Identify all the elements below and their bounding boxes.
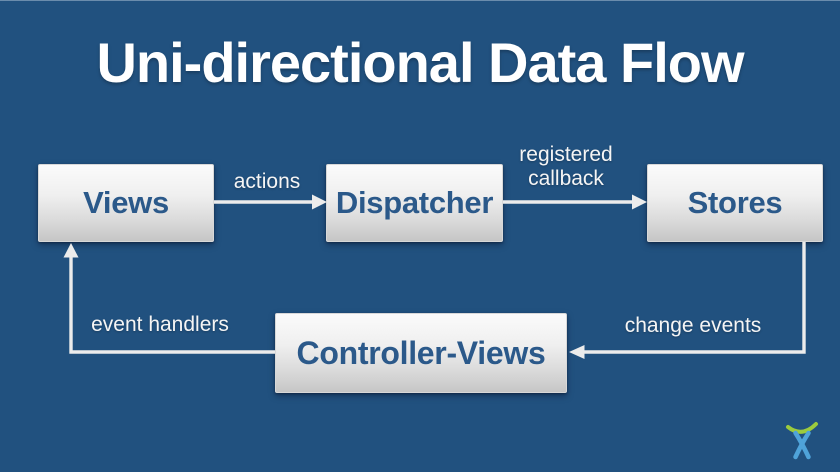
logo-figure-stroke-right	[793, 430, 811, 460]
node-controller-views: Controller-Views	[275, 313, 567, 393]
edge-label-registered-callback: registered callback	[519, 143, 613, 190]
slide-title: Uni-directional Data Flow	[96, 31, 744, 94]
node-views-label: Views	[83, 185, 169, 220]
node-dispatcher: Dispatcher	[326, 164, 503, 242]
arrow-views-to-dispatcher	[214, 194, 327, 210]
atlassian-logo	[786, 422, 818, 460]
arrow-dispatcher-to-stores	[503, 194, 647, 210]
node-views: Views	[38, 164, 214, 242]
edge-label-event-handlers: event handlers	[91, 313, 229, 336]
arrow-stores-to-controller-views	[569, 242, 806, 359]
logo-green-arc	[786, 422, 818, 434]
node-stores: Stores	[647, 164, 823, 242]
node-controller-views-label: Controller-Views	[296, 334, 546, 371]
edge-label-actions: actions	[233, 170, 301, 193]
edge-label-change-events: change events	[624, 314, 762, 337]
node-stores-label: Stores	[687, 185, 783, 220]
node-dispatcher-label: Dispatcher	[335, 185, 494, 220]
